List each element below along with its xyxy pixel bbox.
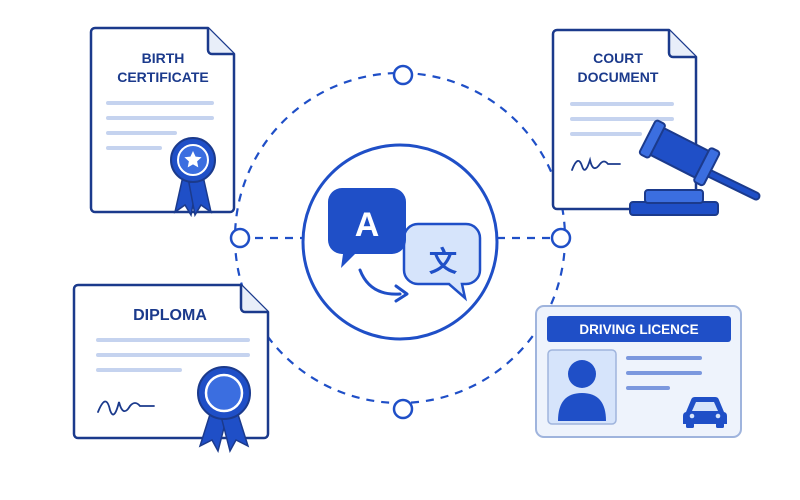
diploma-fold — [239, 285, 268, 314]
person-photo-icon — [547, 349, 617, 425]
diploma-card: DIPLOMA — [72, 283, 270, 454]
birth-certificate-text-lines — [106, 101, 214, 150]
node-left — [229, 227, 251, 249]
translate-icon: 文 A — [328, 188, 482, 303]
court-document-text-lines — [570, 102, 674, 136]
court-document-title-line1: COURT — [593, 50, 643, 66]
node-right — [550, 227, 572, 249]
rosette-star-icon — [170, 137, 216, 218]
node-top — [392, 64, 414, 86]
arrow-head-icon — [394, 284, 409, 303]
driving-licence-title: DRIVING LICENCE — [579, 322, 698, 337]
translate-arrow — [358, 268, 402, 296]
diploma-signature — [97, 400, 155, 416]
driving-licence-header — [547, 316, 731, 342]
source-speech-bubble — [328, 188, 406, 268]
source-glyph: A — [355, 206, 380, 244]
court-document-signature — [571, 156, 621, 171]
car-icon — [682, 396, 728, 428]
court-document-fold — [667, 30, 696, 59]
court-document-card: COURT DOCUMENT — [551, 28, 761, 216]
target-glyph: 文 — [429, 245, 457, 277]
ring-nodes — [229, 64, 572, 420]
rosette-icon — [197, 366, 251, 454]
driving-licence-text-lines — [626, 356, 702, 390]
birth-certificate-card: BIRTH CERTIFICATE — [89, 26, 236, 218]
node-bottom — [392, 398, 414, 420]
gavel-icon — [629, 119, 761, 216]
court-document-title-line2: DOCUMENT — [578, 69, 659, 85]
birth-certificate-title-line2: CERTIFICATE — [117, 69, 209, 85]
birth-certificate-title-line1: BIRTH — [142, 50, 185, 66]
driving-licence-card: DRIVING LICENCE — [535, 305, 742, 438]
birth-certificate-fold — [206, 28, 234, 56]
diploma-title: DIPLOMA — [133, 307, 207, 324]
diploma-text-lines — [96, 338, 250, 372]
